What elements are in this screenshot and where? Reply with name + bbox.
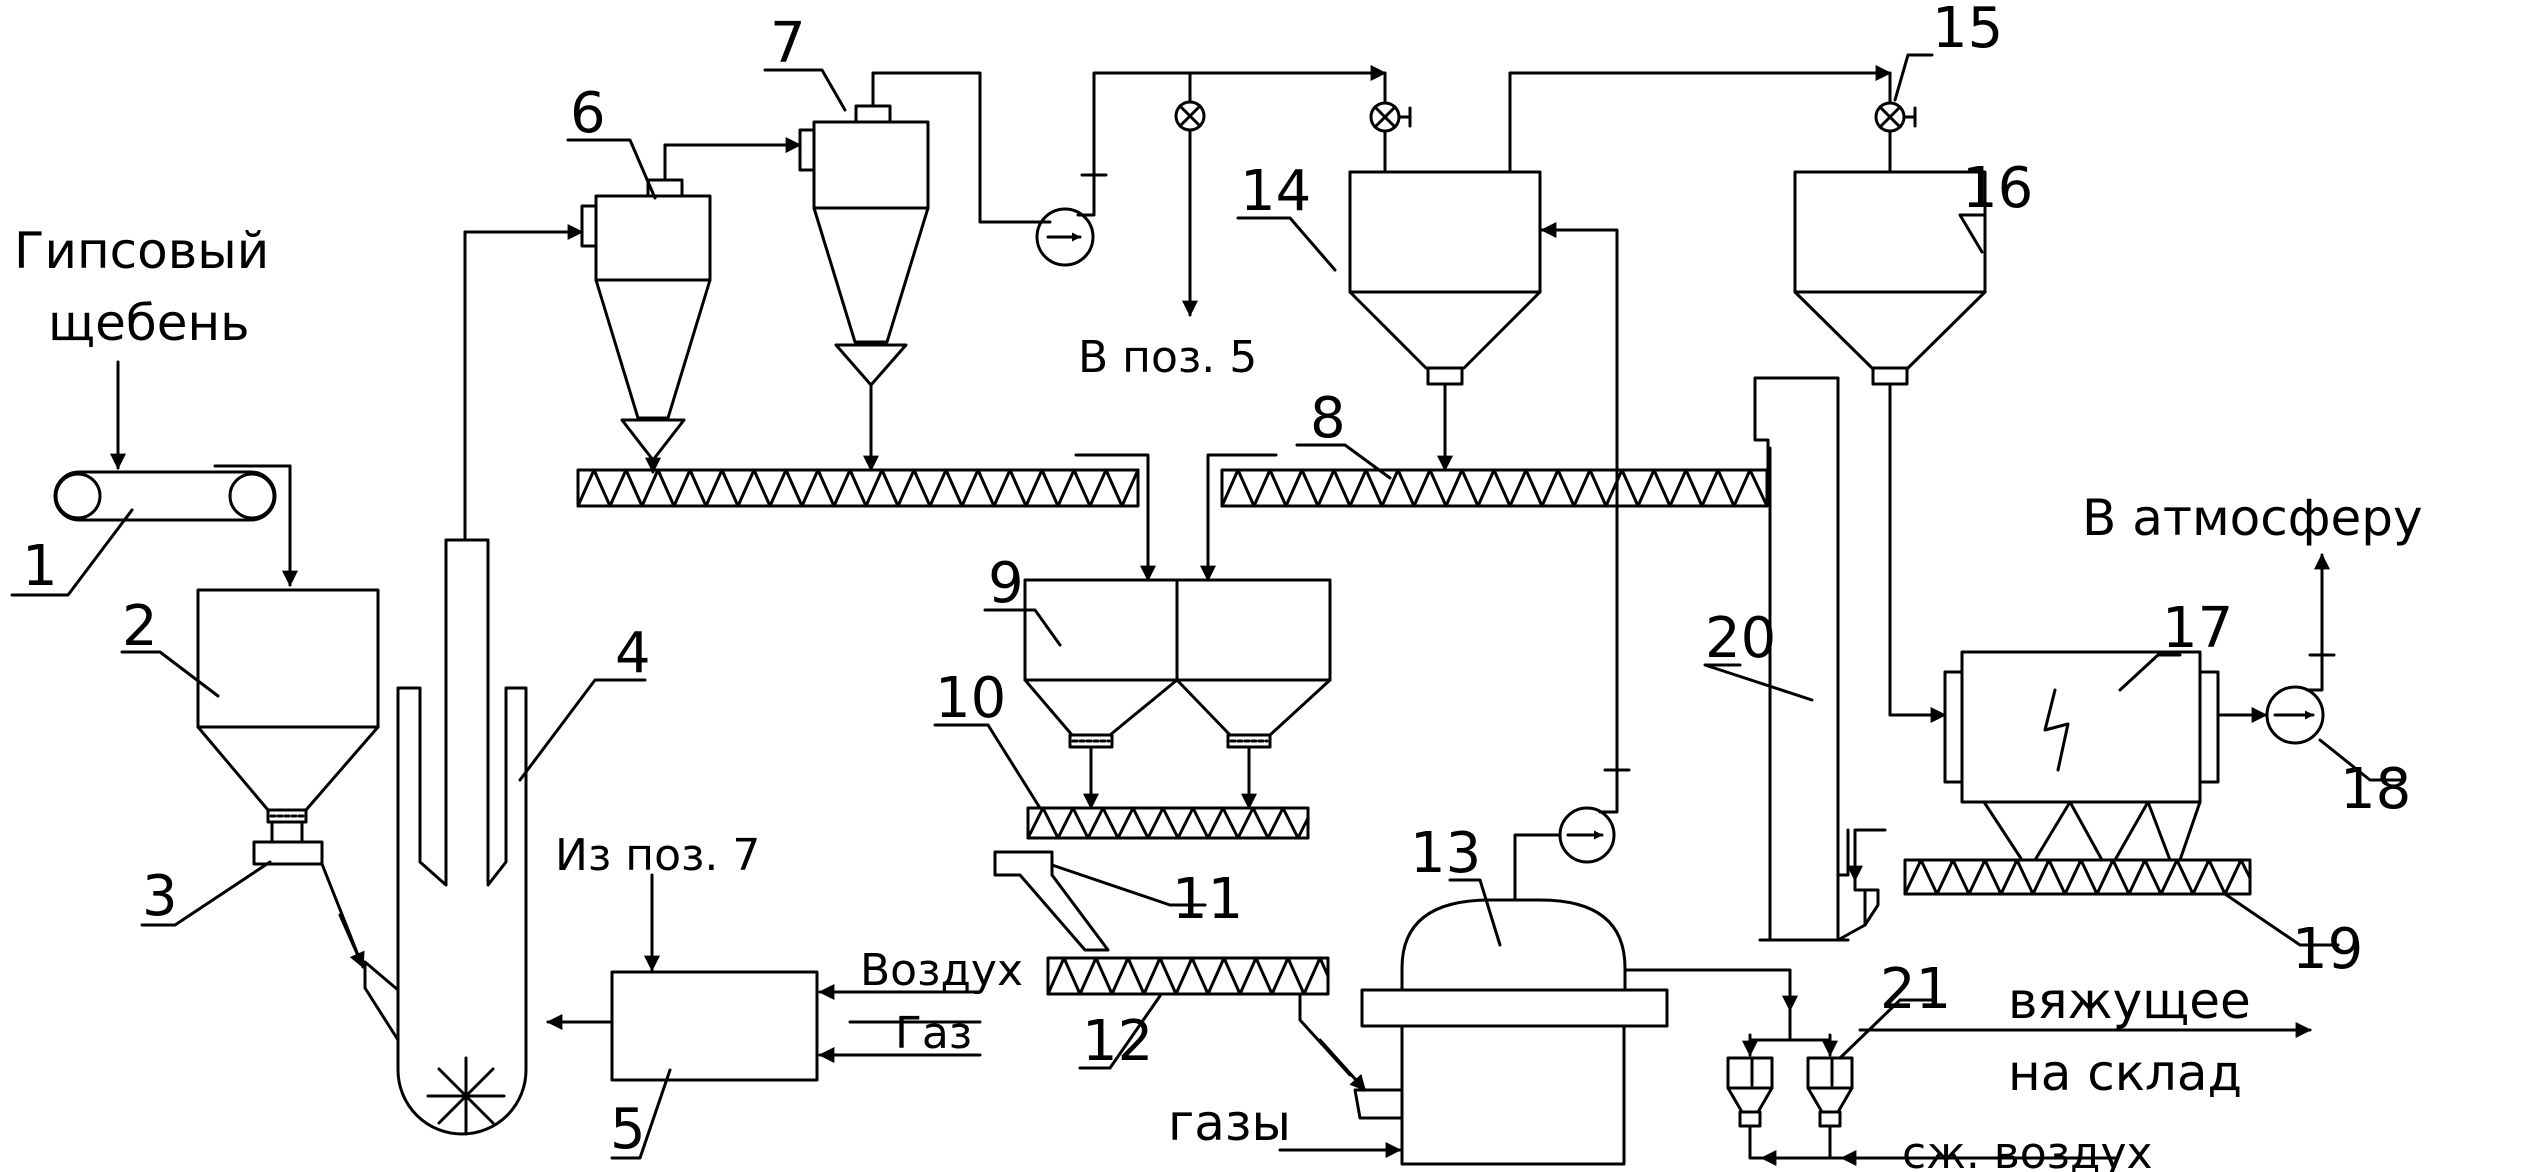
bucket-elevator-20 bbox=[1753, 376, 1887, 942]
fan-near-cyclone-7 bbox=[1035, 65, 1387, 317]
position-number-6: 6 bbox=[570, 81, 606, 146]
feeder-3 bbox=[252, 820, 400, 1042]
position-number-21: 21 bbox=[1880, 957, 1951, 1022]
screw-conveyor-19 bbox=[1903, 858, 2252, 896]
position-number-3: 3 bbox=[142, 864, 178, 929]
reactor-13 bbox=[1278, 228, 1798, 1166]
label-binder-line1: вяжущее bbox=[2008, 972, 2251, 1030]
cyclone-pair-21 bbox=[1726, 1008, 2312, 1166]
label-atmosphere: В атмосферу bbox=[2082, 489, 2423, 547]
label-to-pos5: В поз. 5 bbox=[1078, 332, 1257, 383]
chute-11 bbox=[993, 850, 1110, 952]
fan-18 bbox=[2265, 553, 2336, 745]
label-binder-line2: на склад bbox=[2008, 1044, 2242, 1102]
screw-feeder-10 bbox=[1026, 806, 1310, 840]
position-number-2: 2 bbox=[122, 594, 158, 659]
label-gas: Газ bbox=[895, 1008, 972, 1059]
position-number-11: 11 bbox=[1172, 867, 1243, 932]
mill-column-4 bbox=[396, 224, 584, 1136]
double-bin-9 bbox=[1023, 578, 1332, 810]
label-compressed-air: сж. воздух bbox=[1902, 1128, 2153, 1172]
belt-conveyor-1 bbox=[53, 360, 298, 587]
label-gases: газы bbox=[1168, 1094, 1291, 1152]
bin-16 bbox=[1793, 71, 1987, 723]
cyclone-6 bbox=[580, 137, 802, 462]
bin-14 bbox=[1348, 65, 1892, 472]
screw-conveyor-left bbox=[576, 453, 1156, 582]
position-number-15: 15 bbox=[1932, 0, 2003, 61]
position-number-10: 10 bbox=[935, 666, 1006, 731]
mill-rotor-icon bbox=[426, 1056, 506, 1136]
position-number-1: 1 bbox=[22, 534, 58, 599]
position-number-20: 20 bbox=[1705, 606, 1776, 671]
position-number-4: 4 bbox=[615, 621, 651, 686]
screw-conveyor-8 bbox=[1200, 453, 1769, 582]
position-number-13: 13 bbox=[1410, 821, 1481, 886]
leader-lines bbox=[10, 53, 2404, 1160]
position-number-8: 8 bbox=[1310, 386, 1346, 451]
position-number-18: 18 bbox=[2340, 757, 2411, 822]
combustion-chamber-5 bbox=[546, 873, 982, 1082]
label-from-pos7: Из поз. 7 bbox=[555, 830, 760, 881]
label-air: Воздух bbox=[860, 945, 1023, 996]
position-number-14: 14 bbox=[1240, 159, 1311, 224]
position-number-7: 7 bbox=[770, 11, 806, 76]
screw-conveyor-12 bbox=[1046, 956, 1367, 1092]
label-gypsum-line1: Гипсовый bbox=[14, 222, 269, 280]
position-number-17: 17 bbox=[2162, 596, 2233, 661]
cyclone-7 bbox=[798, 71, 1052, 472]
position-number-12: 12 bbox=[1082, 1009, 1153, 1074]
hopper-2 bbox=[196, 588, 380, 824]
position-number-5: 5 bbox=[610, 1097, 646, 1162]
position-number-19: 19 bbox=[2292, 917, 2363, 982]
label-gypsum-line2: щебень bbox=[48, 294, 250, 352]
electrostatic-filter-17 bbox=[1943, 650, 2268, 862]
position-number-16: 16 bbox=[1962, 156, 2033, 221]
position-number-9: 9 bbox=[988, 551, 1024, 616]
